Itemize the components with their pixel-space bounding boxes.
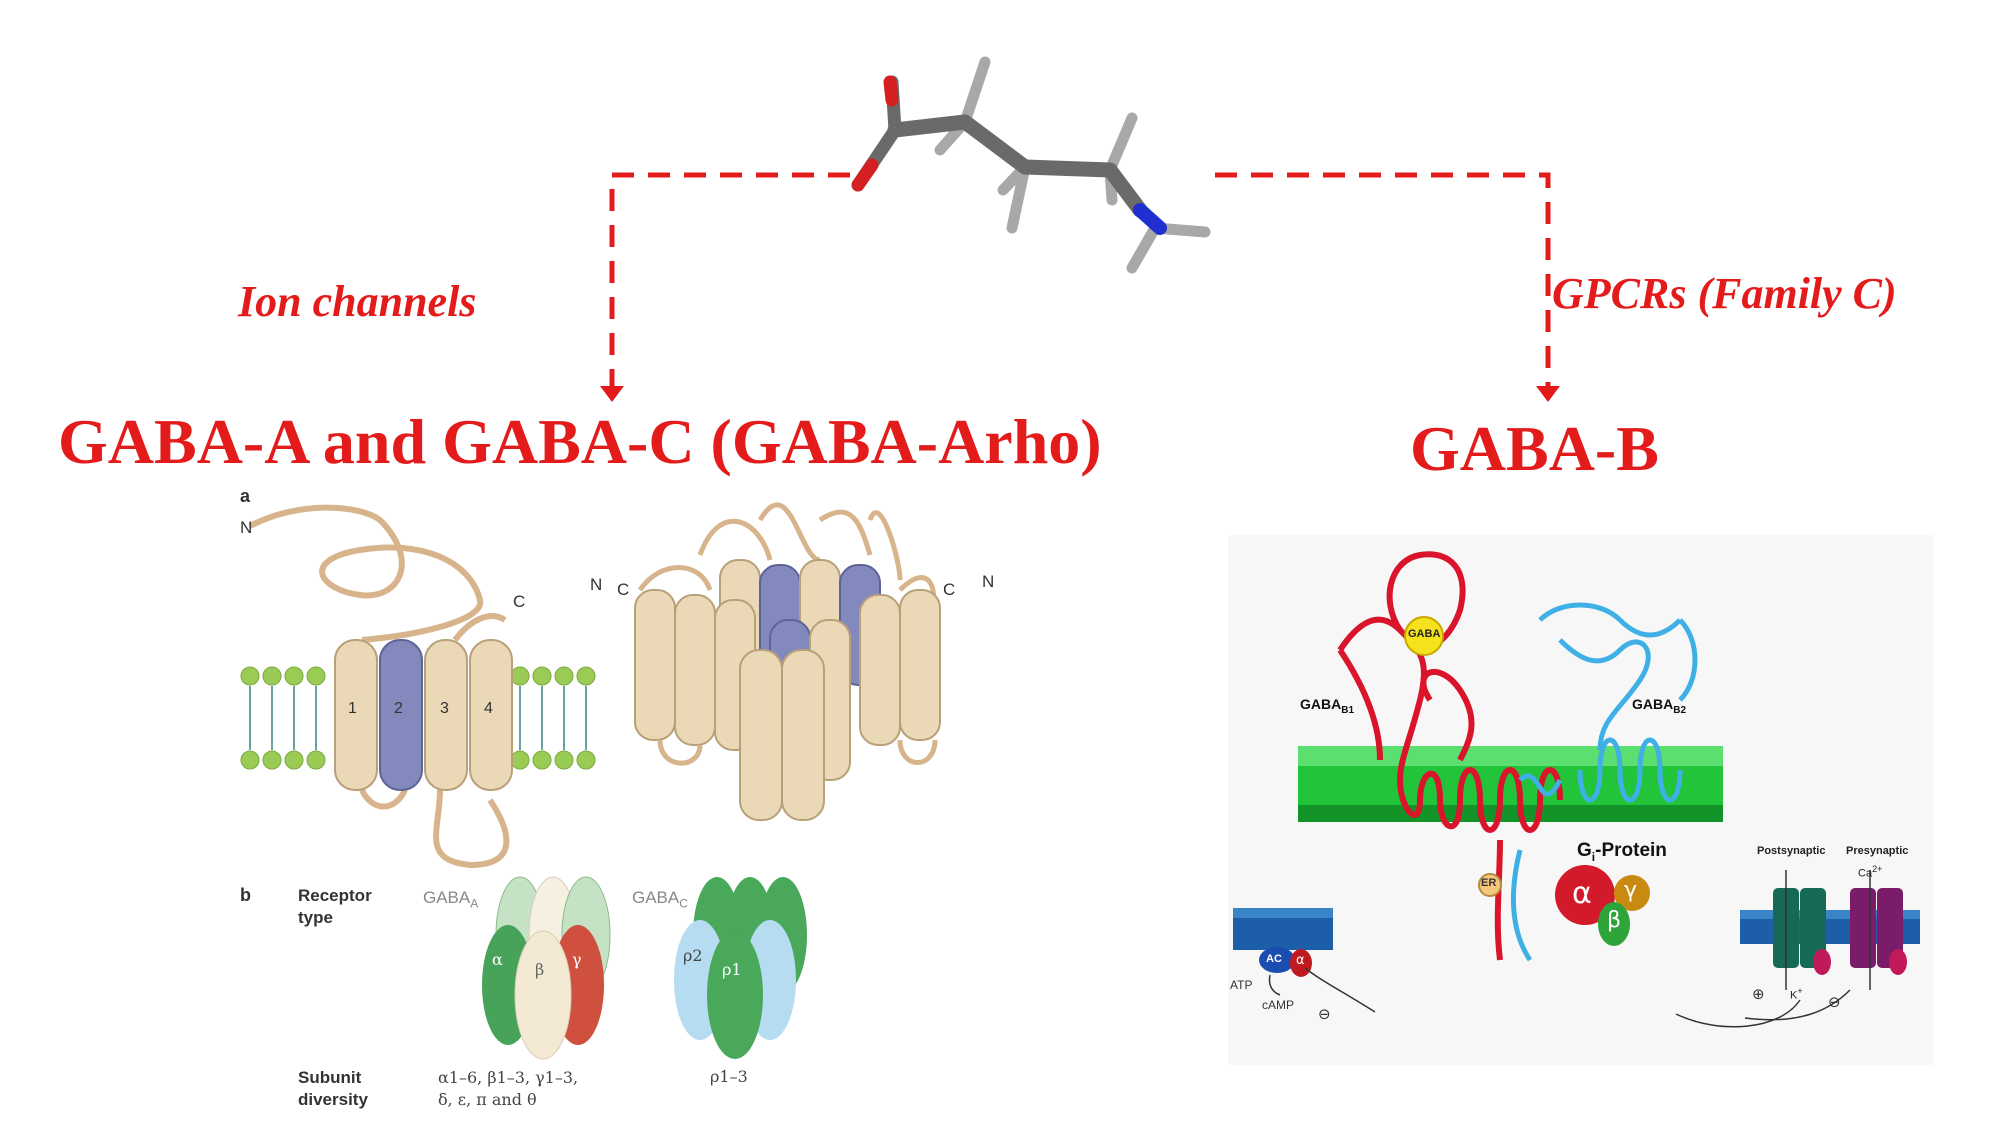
postsynaptic-label: Postsynaptic (1757, 845, 1826, 857)
gaba-ligand (1404, 616, 1444, 656)
gamma-subunit-label: γ (572, 950, 582, 969)
intracellular-loop (433, 789, 510, 869)
panel-b-label: b (240, 885, 251, 905)
pentamer-n-label-right: N (982, 572, 995, 591)
gaba-a-diversity: α1–6, β1–3, γ1–3, δ, ε, π and θ (438, 1068, 579, 1109)
gaba-a-receptor-name: GABAA (423, 888, 479, 911)
g-alpha-label: α (1572, 876, 1592, 911)
panel-b-gaba-a-subunits (482, 876, 611, 1060)
pentamer-c-label: C (617, 580, 630, 599)
pentamer-c-label-right: C (943, 580, 956, 599)
gi-protein-label: Gi-Protein (1577, 840, 1667, 864)
adenylyl-cyclase (1259, 947, 1295, 973)
atp-label: ATP (1230, 978, 1253, 992)
g-gamma (1614, 875, 1650, 911)
alpha-subunit-label: α (492, 950, 503, 969)
gaba-b1-subunit (1337, 551, 1563, 961)
potassium-label: K+ (1790, 986, 1803, 1002)
rho2-subunit-label: ρ2 (683, 946, 703, 965)
gaba-b-title: GABA-B (1410, 413, 1659, 484)
pentamer-n-label: N (590, 575, 603, 594)
gaba-ligand-label: GABA (1408, 628, 1441, 640)
gaba-molecule (851, 56, 1211, 274)
n-terminal-loop (248, 504, 484, 643)
n-terminus-label: N (240, 518, 253, 537)
extracellular-loop (452, 613, 507, 642)
helix-number-2: 2 (394, 700, 403, 717)
helix-number-3: 3 (440, 700, 449, 717)
ca-channel (1850, 888, 1876, 968)
calcium-label: Ca2+ (1858, 864, 1883, 880)
tm-helix-4 (469, 639, 513, 791)
activation-sign: ⊕ (1752, 985, 1765, 1003)
gaba-a-title: GABA-A and GABA-C (GABA-Arho) (58, 406, 1102, 477)
helix-number-1: 1 (348, 700, 357, 717)
ac-label: AC (1266, 953, 1282, 965)
inhibition-sign-right: ⊖ (1828, 993, 1841, 1011)
ac-alpha-label: α (1296, 953, 1305, 968)
c-terminus-label: C (513, 592, 526, 611)
panel-a-single-subunit (240, 504, 596, 869)
tm-helix-2 (379, 639, 423, 791)
gaba-b2-label: GABAB2 (1632, 696, 1687, 716)
tm-helix-3 (424, 639, 468, 791)
g-beta (1598, 902, 1630, 946)
tm-helix-1 (334, 639, 378, 791)
dashed-connector-right (1215, 172, 1551, 388)
dashed-connector-left (609, 172, 850, 388)
gaba-b2-subunit (1511, 602, 1698, 962)
beta-subunit-label: β (535, 960, 545, 979)
er-label: ER (1481, 877, 1497, 889)
subunit-diversity-label: Subunit diversity (298, 1068, 368, 1109)
g-alpha (1555, 865, 1615, 925)
presynaptic-label: Presynaptic (1846, 845, 1909, 857)
arrowhead-right (1536, 386, 1560, 402)
receptor-type-label: Receptor type (298, 886, 372, 927)
camp-label: cAMP (1262, 998, 1295, 1012)
panel-b-gaba-c-subunits (674, 877, 807, 1059)
g-beta-label: β (1607, 908, 1622, 933)
lipid-tails-left (249, 686, 317, 750)
gaba-c-receptor-name: GABAC (632, 888, 688, 911)
gaba-b1-label: GABAB1 (1300, 696, 1355, 716)
panel-a-pentamer (634, 502, 941, 821)
inhibition-sign-left: ⊖ (1318, 1005, 1331, 1023)
gpcr-label: GPCRs (Family C) (1552, 269, 1897, 318)
er-marker (1478, 873, 1502, 897)
lipid-bilayer-left (240, 666, 326, 770)
rho1-subunit-label: ρ1 (722, 960, 742, 979)
ion-channels-label: Ion channels (238, 277, 477, 326)
helix-number-4: 4 (484, 700, 493, 717)
panel-a-label: a (240, 486, 251, 506)
g-gamma-label: γ (1624, 878, 1638, 903)
gaba-b-receptor-diagram (1228, 535, 1933, 1065)
gaba-c-diversity: ρ1–3 (710, 1067, 748, 1086)
lipid-bilayer-right (510, 666, 596, 770)
lipid-tails-right (519, 686, 587, 750)
arrowhead-left (600, 386, 624, 402)
